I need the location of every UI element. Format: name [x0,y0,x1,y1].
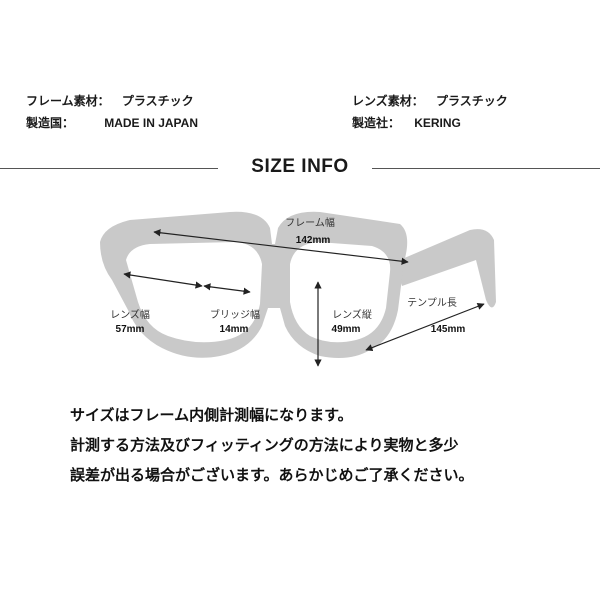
frame-material-label: フレーム素材： [26,94,110,108]
origin-value: MADE IN JAPAN [104,116,198,130]
lens-width-label: レンズ幅 [110,308,150,321]
maker-value: KERING [414,116,461,130]
lens-material-row: レンズ素材： プラスチック [352,92,508,109]
temple-arm [395,229,496,308]
temple-length-label: テンプル長 [407,297,457,309]
lens-material-value: プラスチック [435,94,508,108]
origin-label: 製造国： [26,116,75,130]
glasses-diagram: フレーム幅 142mm レンズ幅 57mm ブリッジ幅 14mm レンズ縦 49… [100,211,496,367]
temple-length-value: 145mm [431,324,466,335]
lens-width-arrow [123,271,203,289]
lens-material-label: レンズ素材： [352,94,424,108]
temple-length-arrow [365,302,485,352]
frame-width-arrow [153,229,409,265]
frame-width-value: 142mm [296,235,331,246]
bridge-width-arrow [203,283,251,295]
lens-width-value: 57mm [116,324,145,335]
maker-label: 製造社： [352,116,401,130]
origin-row: 製造国： MADE IN JAPAN [26,114,198,131]
bridge-width-label: ブリッジ幅 [210,308,260,321]
frame-material-row: フレーム素材： プラスチック [26,92,194,109]
lens-height-label: レンズ縦 [332,308,372,321]
size-info-title: SIZE INFO [251,156,349,177]
bridge-width-value: 14mm [220,324,249,335]
frame-material-value: プラスチック [121,94,194,108]
divider-left [0,168,218,169]
frame-width-label: フレーム幅 [285,216,335,229]
note-line-1: サイズはフレーム内側計測幅になります。 [70,406,353,424]
lens-height-value: 49mm [332,324,361,335]
note-line-3: 誤差が出る場合がございます。あらかじめご了承ください。 [70,466,474,484]
maker-row: 製造社： KERING [352,114,461,131]
note-line-2: 計測する方法及びフィッティングの方法により実物と多少 [70,436,459,454]
left-lens-hole [126,242,262,343]
divider-right [372,168,600,169]
